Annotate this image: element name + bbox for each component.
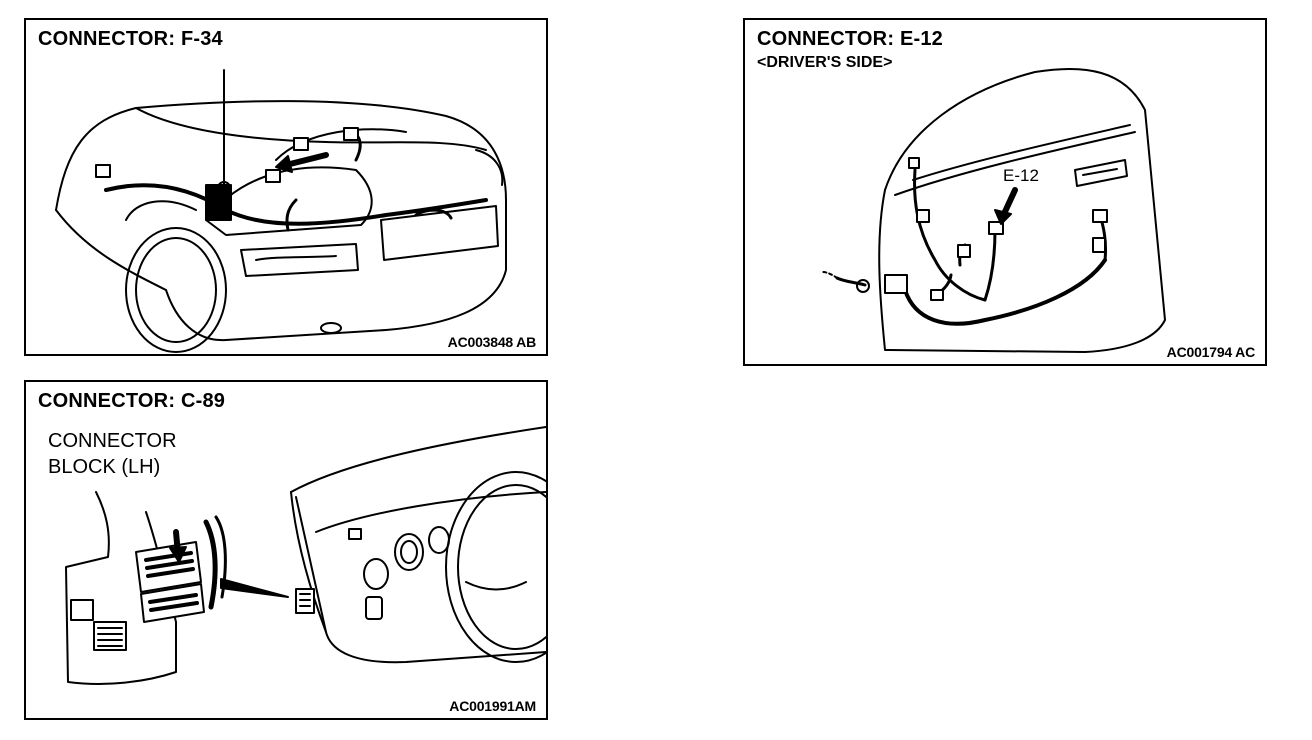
panel-title: CONNECTOR: C-89 <box>38 390 226 412</box>
panel-title: CONNECTOR: E-12 <box>757 28 943 50</box>
panel-title: CONNECTOR: F-34 <box>38 28 223 50</box>
figure-code: AC001991AM <box>449 698 536 714</box>
figure-code: AC003848 AB <box>447 334 537 350</box>
rear-car-illustration <box>26 20 548 356</box>
door-illustration <box>745 20 1267 366</box>
connector-block-callout: CONNECTOR BLOCK (LH) <box>48 430 177 478</box>
connector-callout-e12: E-12 <box>1003 166 1039 185</box>
panel-connector-f34: CONNECTOR: F-34 A <box>24 18 548 356</box>
panel-subtitle: <DRIVER'S SIDE> <box>757 54 893 71</box>
panel-connector-c89: CONNECTOR: C-89 CONNECTOR BLOCK (LH) <box>24 380 548 720</box>
dashboard-illustration <box>26 382 548 720</box>
panel-connector-e12: CONNECTOR: E-12 <DRIVER'S SIDE> E-12 A <box>743 18 1267 366</box>
figure-code: AC001794 AC <box>1166 344 1256 360</box>
